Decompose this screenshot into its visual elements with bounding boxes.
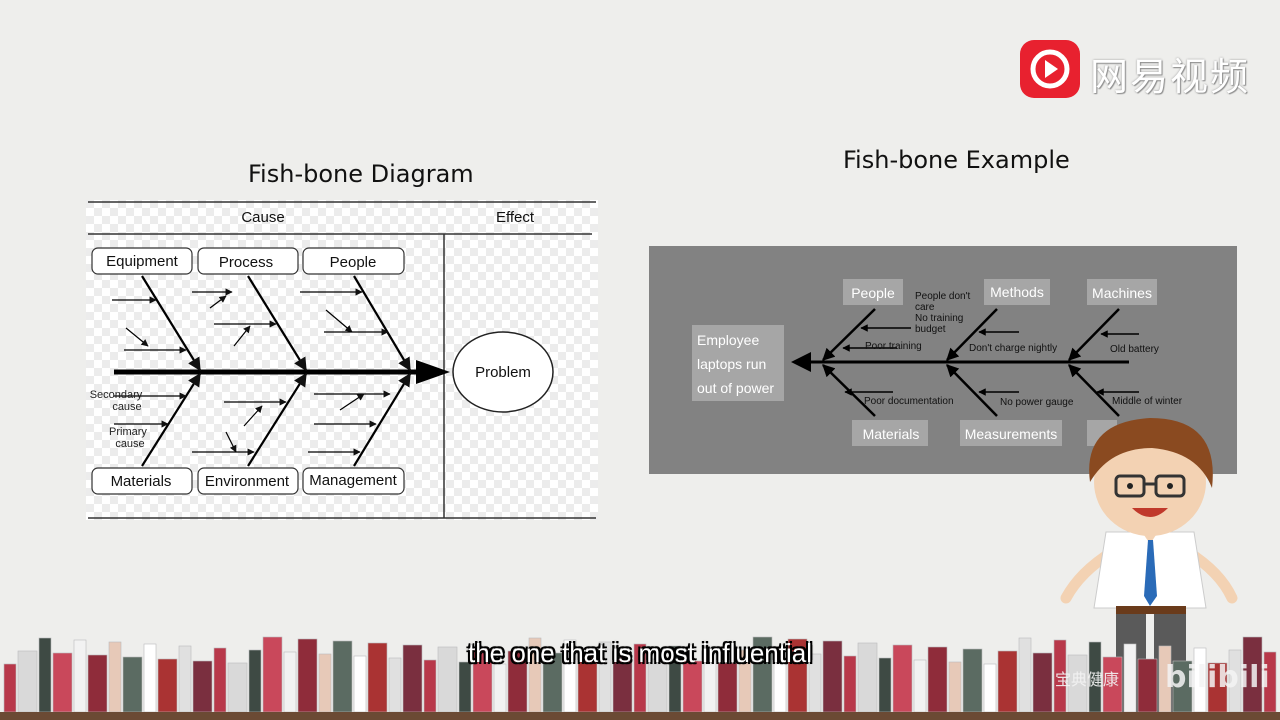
effect-header: Effect (496, 209, 535, 226)
corner-watermark-brand: bilibili (1165, 660, 1270, 695)
svg-text:People don't: People don't (915, 291, 971, 302)
cartoon-presenter (1060, 418, 1238, 720)
svg-text:Measurements: Measurements (965, 426, 1058, 442)
svg-text:Employee: Employee (697, 332, 759, 348)
book (3, 663, 17, 713)
effect-box: Employee laptops run out of power (692, 325, 784, 401)
category-box-equipment: Equipment (91, 247, 193, 275)
svg-text:laptops run: laptops run (697, 356, 766, 372)
svg-text:care: care (915, 302, 935, 313)
problem-label: Problem (475, 364, 531, 381)
play-icon (1030, 49, 1070, 89)
book (458, 661, 472, 713)
category-box-management: Management (302, 467, 405, 495)
book (493, 663, 507, 713)
svg-text:Materials: Materials (863, 426, 920, 442)
cause-poor-training: Poor training (865, 341, 922, 352)
example-category-methods: Methods (984, 279, 1050, 305)
cause-old-battery: Old battery (1110, 344, 1159, 355)
svg-text:Primary: Primary (109, 426, 147, 438)
svg-text:budget: budget (915, 324, 946, 335)
left-panel-title: Fish-bone Diagram (248, 160, 474, 188)
category-box-people: People (302, 247, 405, 275)
cause-header: Cause (241, 209, 284, 226)
svg-text:Machines: Machines (1092, 285, 1152, 301)
primary-cause-label: Primary cause (109, 426, 147, 450)
cause-dont-charge: Don't charge nightly (969, 343, 1057, 354)
category-box-materials: Materials (91, 467, 193, 495)
example-category-people: People (843, 279, 903, 305)
cause-middle-of-winter: Middle of winter (1112, 396, 1183, 407)
svg-text:Secondary: Secondary (90, 389, 143, 401)
book (717, 662, 738, 713)
cause-no-power-gauge: No power gauge (1000, 397, 1074, 408)
sub-cause-arrows (112, 288, 391, 456)
book (983, 663, 997, 713)
example-spine-arrowhead (791, 352, 811, 372)
shelf-plank (0, 712, 1280, 720)
category-box-process: Process (197, 247, 299, 275)
svg-text:Process: Process (219, 254, 273, 271)
bookshelf (0, 636, 1280, 720)
svg-text:cause: cause (112, 401, 141, 413)
book (948, 661, 962, 713)
corner-watermark-text: 宝典健康 (1055, 670, 1120, 689)
example-sub-arrows (842, 324, 1139, 396)
right-panel-title: Fish-bone Example (843, 146, 1070, 174)
spine-arrowhead (416, 360, 450, 384)
svg-text:Environment: Environment (205, 473, 290, 490)
logo-badge (1020, 40, 1080, 98)
svg-text:People: People (851, 285, 895, 301)
secondary-cause-label: Secondary cause (90, 389, 143, 413)
svg-text:cause: cause (115, 438, 144, 450)
book (227, 662, 248, 713)
main-bones (141, 275, 411, 467)
cause-poor-documentation: Poor documentation (864, 396, 954, 407)
svg-text:No training: No training (915, 313, 963, 324)
problem-ellipse (452, 331, 554, 413)
svg-text:out of power: out of power (697, 380, 774, 396)
fishbone-diagram: Cause Effect Problem Equipment Process P… (86, 200, 598, 520)
example-category-measurements: Measurements (960, 420, 1062, 446)
example-category-materials: Materials (852, 420, 928, 446)
svg-text:Equipment: Equipment (106, 253, 179, 270)
category-box-environment: Environment (197, 467, 299, 495)
video-subtitle: the one that is most influential (468, 638, 812, 668)
svg-text:Materials: Materials (111, 473, 172, 490)
svg-text:Methods: Methods (990, 284, 1044, 300)
example-category-machines: Machines (1087, 279, 1157, 305)
svg-text:Management: Management (309, 472, 397, 489)
logo-text: 网易视频 (1090, 55, 1251, 99)
svg-text:People: People (330, 254, 377, 271)
example-people-note: People don't care No training budget (915, 291, 971, 335)
